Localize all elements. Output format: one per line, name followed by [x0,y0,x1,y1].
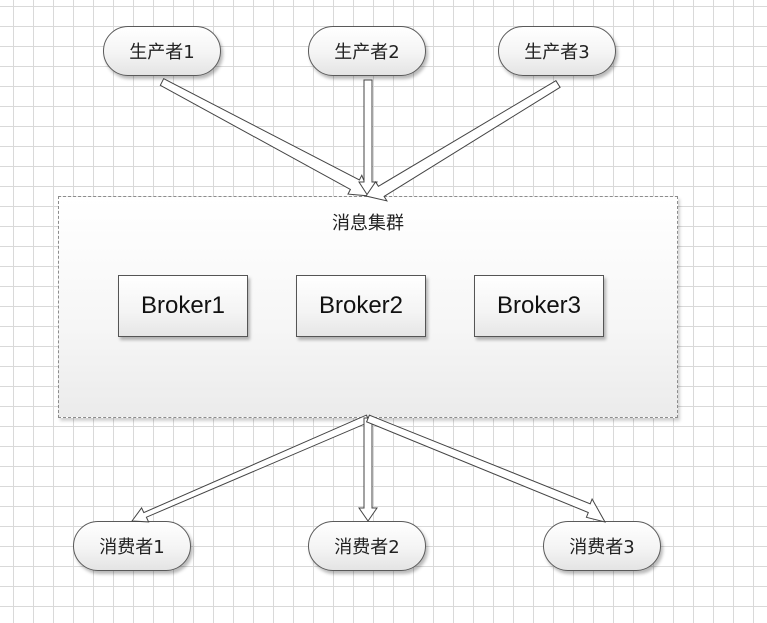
producer-node-1-label: 生产者1 [129,42,195,63]
message-cluster-title: 消息集群 [332,213,404,234]
producer-node-2-label: 生产者2 [334,42,400,63]
producer-node-3-label: 生产者3 [524,42,590,63]
broker-node-1-label: Broker1 [140,292,226,319]
producer-node-2: 生产者2 [308,26,426,76]
arrow-producer1-to-cluster [159,78,371,197]
broker-node-2-label: Broker2 [318,292,404,319]
arrow-cluster-to-consumer1 [131,414,371,523]
producer-node-3: 生产者3 [498,26,616,76]
consumer-node-2: 消费者2 [308,521,426,571]
arrow-cluster-to-consumer2 [358,417,378,522]
broker-node-2: Broker2 [296,275,426,337]
message-cluster: 消息集群 Broker1 Broker2 Broker3 [58,196,678,418]
arrow-cluster-to-consumer3 [365,414,607,523]
consumer-node-3-label: 消费者3 [569,537,635,558]
consumer-node-1: 消费者1 [73,521,191,571]
broker-node-1: Broker1 [118,275,248,337]
broker-node-3-label: Broker3 [496,292,582,319]
consumer-node-2-label: 消费者2 [334,537,400,558]
arrow-producer3-to-cluster [365,80,561,202]
broker-node-3: Broker3 [474,275,604,337]
consumer-node-1-label: 消费者1 [99,537,165,558]
producer-node-1: 生产者1 [103,26,221,76]
